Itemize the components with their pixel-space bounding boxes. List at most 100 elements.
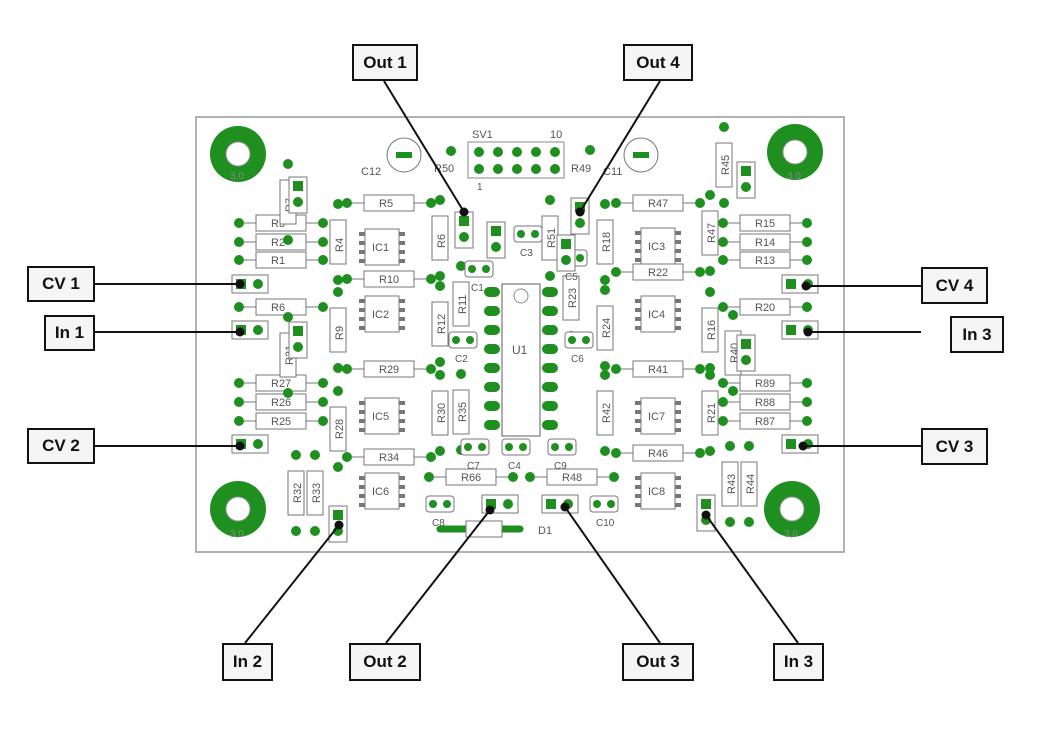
svg-text:R41: R41 (648, 364, 668, 376)
svg-text:R23: R23 (567, 288, 579, 308)
leader-lines (95, 80, 921, 644)
pad (484, 420, 500, 430)
pad (484, 382, 500, 392)
cap-c1: C1 (464, 260, 494, 294)
pad-pair (486, 221, 506, 259)
svg-text:R46: R46 (648, 448, 668, 460)
svg-text:IC6: IC6 (372, 486, 389, 498)
svg-text:R45: R45 (720, 155, 732, 175)
svg-text:R24: R24 (601, 318, 613, 338)
pad (542, 287, 558, 297)
svg-text:R27: R27 (271, 378, 291, 390)
resistor-r46: R46 (611, 444, 705, 462)
resistor-r12: R12 (431, 281, 449, 367)
svg-text:10: 10 (550, 129, 562, 141)
ic-ic1: IC1 (359, 228, 405, 266)
svg-text:R89: R89 (755, 378, 775, 390)
pad (512, 147, 522, 157)
pad (550, 147, 560, 157)
svg-text:R6: R6 (436, 234, 448, 248)
svg-text:R5: R5 (379, 198, 393, 210)
resistor-r6: R6 (234, 298, 328, 316)
resistor-r47: R47 (701, 190, 719, 276)
svg-text:R9: R9 (334, 326, 346, 340)
resistor-r21: R21 (701, 370, 719, 456)
svg-text:R11: R11 (457, 295, 469, 314)
pad (542, 420, 558, 430)
svg-text:SV1: SV1 (472, 129, 493, 141)
svg-text:R13: R13 (755, 255, 775, 267)
resistor-r87: R87 (718, 412, 812, 430)
cap-c11: C11 (603, 137, 659, 178)
pad (550, 164, 560, 174)
resistor-r16: R16 (701, 287, 719, 373)
pad (484, 306, 500, 316)
svg-text:R47: R47 (706, 223, 718, 243)
resistor-r49: R49 (571, 145, 595, 175)
callout-out2: Out 2 (349, 643, 421, 681)
svg-text:C4: C4 (508, 461, 521, 472)
ic-ic7: IC7 (635, 397, 681, 435)
svg-text:R49: R49 (571, 163, 591, 175)
svg-text:U1: U1 (512, 343, 528, 357)
svg-text:R20: R20 (755, 302, 775, 314)
callout-out1: Out 1 (352, 44, 418, 81)
pad-pair (556, 234, 576, 272)
pad-pair (781, 320, 819, 340)
resistor-r41: R41 (611, 360, 705, 378)
resistor-r45: R45 (715, 122, 733, 208)
pad (542, 325, 558, 335)
svg-text:C9: C9 (554, 461, 567, 472)
resistor-r15: R15 (718, 214, 812, 232)
pad-pair (288, 321, 308, 359)
pad (542, 382, 558, 392)
callout-cv3: CV 3 (921, 428, 988, 465)
resistor-r9: R9 (329, 287, 347, 373)
svg-text:R35: R35 (457, 402, 469, 422)
svg-text:R48: R48 (562, 472, 582, 484)
callout-in3-right: In 3 (950, 316, 1004, 353)
svg-text:R42: R42 (601, 403, 613, 423)
leader-dots (235, 207, 813, 530)
pad-pair (781, 274, 819, 294)
svg-text:C6: C6 (571, 354, 584, 365)
svg-text:R88: R88 (755, 397, 775, 409)
resistor-r34: R34 (342, 448, 436, 466)
ic-ic3: IC3 (635, 227, 681, 265)
svg-text:C10: C10 (596, 518, 615, 529)
svg-text:R4: R4 (334, 238, 346, 252)
resistor-r22: R22 (611, 263, 705, 281)
pad (474, 147, 484, 157)
cap-c2: C2 (448, 331, 478, 365)
svg-text:R34: R34 (379, 452, 399, 464)
resistor-r42: R42 (596, 370, 614, 456)
svg-text:R32: R32 (292, 483, 304, 503)
resistor-r89: R89 (718, 374, 812, 392)
ic-u1-pins (484, 287, 558, 430)
resistor-r27: R27 (234, 374, 328, 392)
cap-c4: C4 (501, 438, 531, 472)
resistor-r47: R47 (611, 194, 705, 212)
svg-text:C5: C5 (565, 272, 578, 283)
cap-c6: C6 (564, 331, 594, 365)
resistor-r26: R26 (234, 393, 328, 411)
resistor-r25: R25 (234, 412, 328, 430)
ic-ic5: IC5 (359, 397, 405, 435)
resistor-r51: R51 (541, 195, 559, 281)
resistor-r48: R48 (525, 468, 619, 486)
cap-c12: C12 (361, 137, 422, 178)
cap-c7: C7 (460, 438, 490, 472)
svg-text:C2: C2 (455, 354, 468, 365)
pad-pair (288, 176, 308, 214)
svg-text:R2: R2 (271, 237, 285, 249)
svg-text:3,0: 3,0 (784, 529, 798, 540)
svg-text:C8: C8 (432, 518, 445, 529)
resistor-r18: R18 (596, 199, 614, 285)
pad (484, 344, 500, 354)
callout-in3-bottom: In 3 (773, 643, 824, 681)
svg-text:R6: R6 (271, 302, 285, 314)
pad (484, 287, 500, 297)
svg-text:R14: R14 (755, 237, 775, 249)
